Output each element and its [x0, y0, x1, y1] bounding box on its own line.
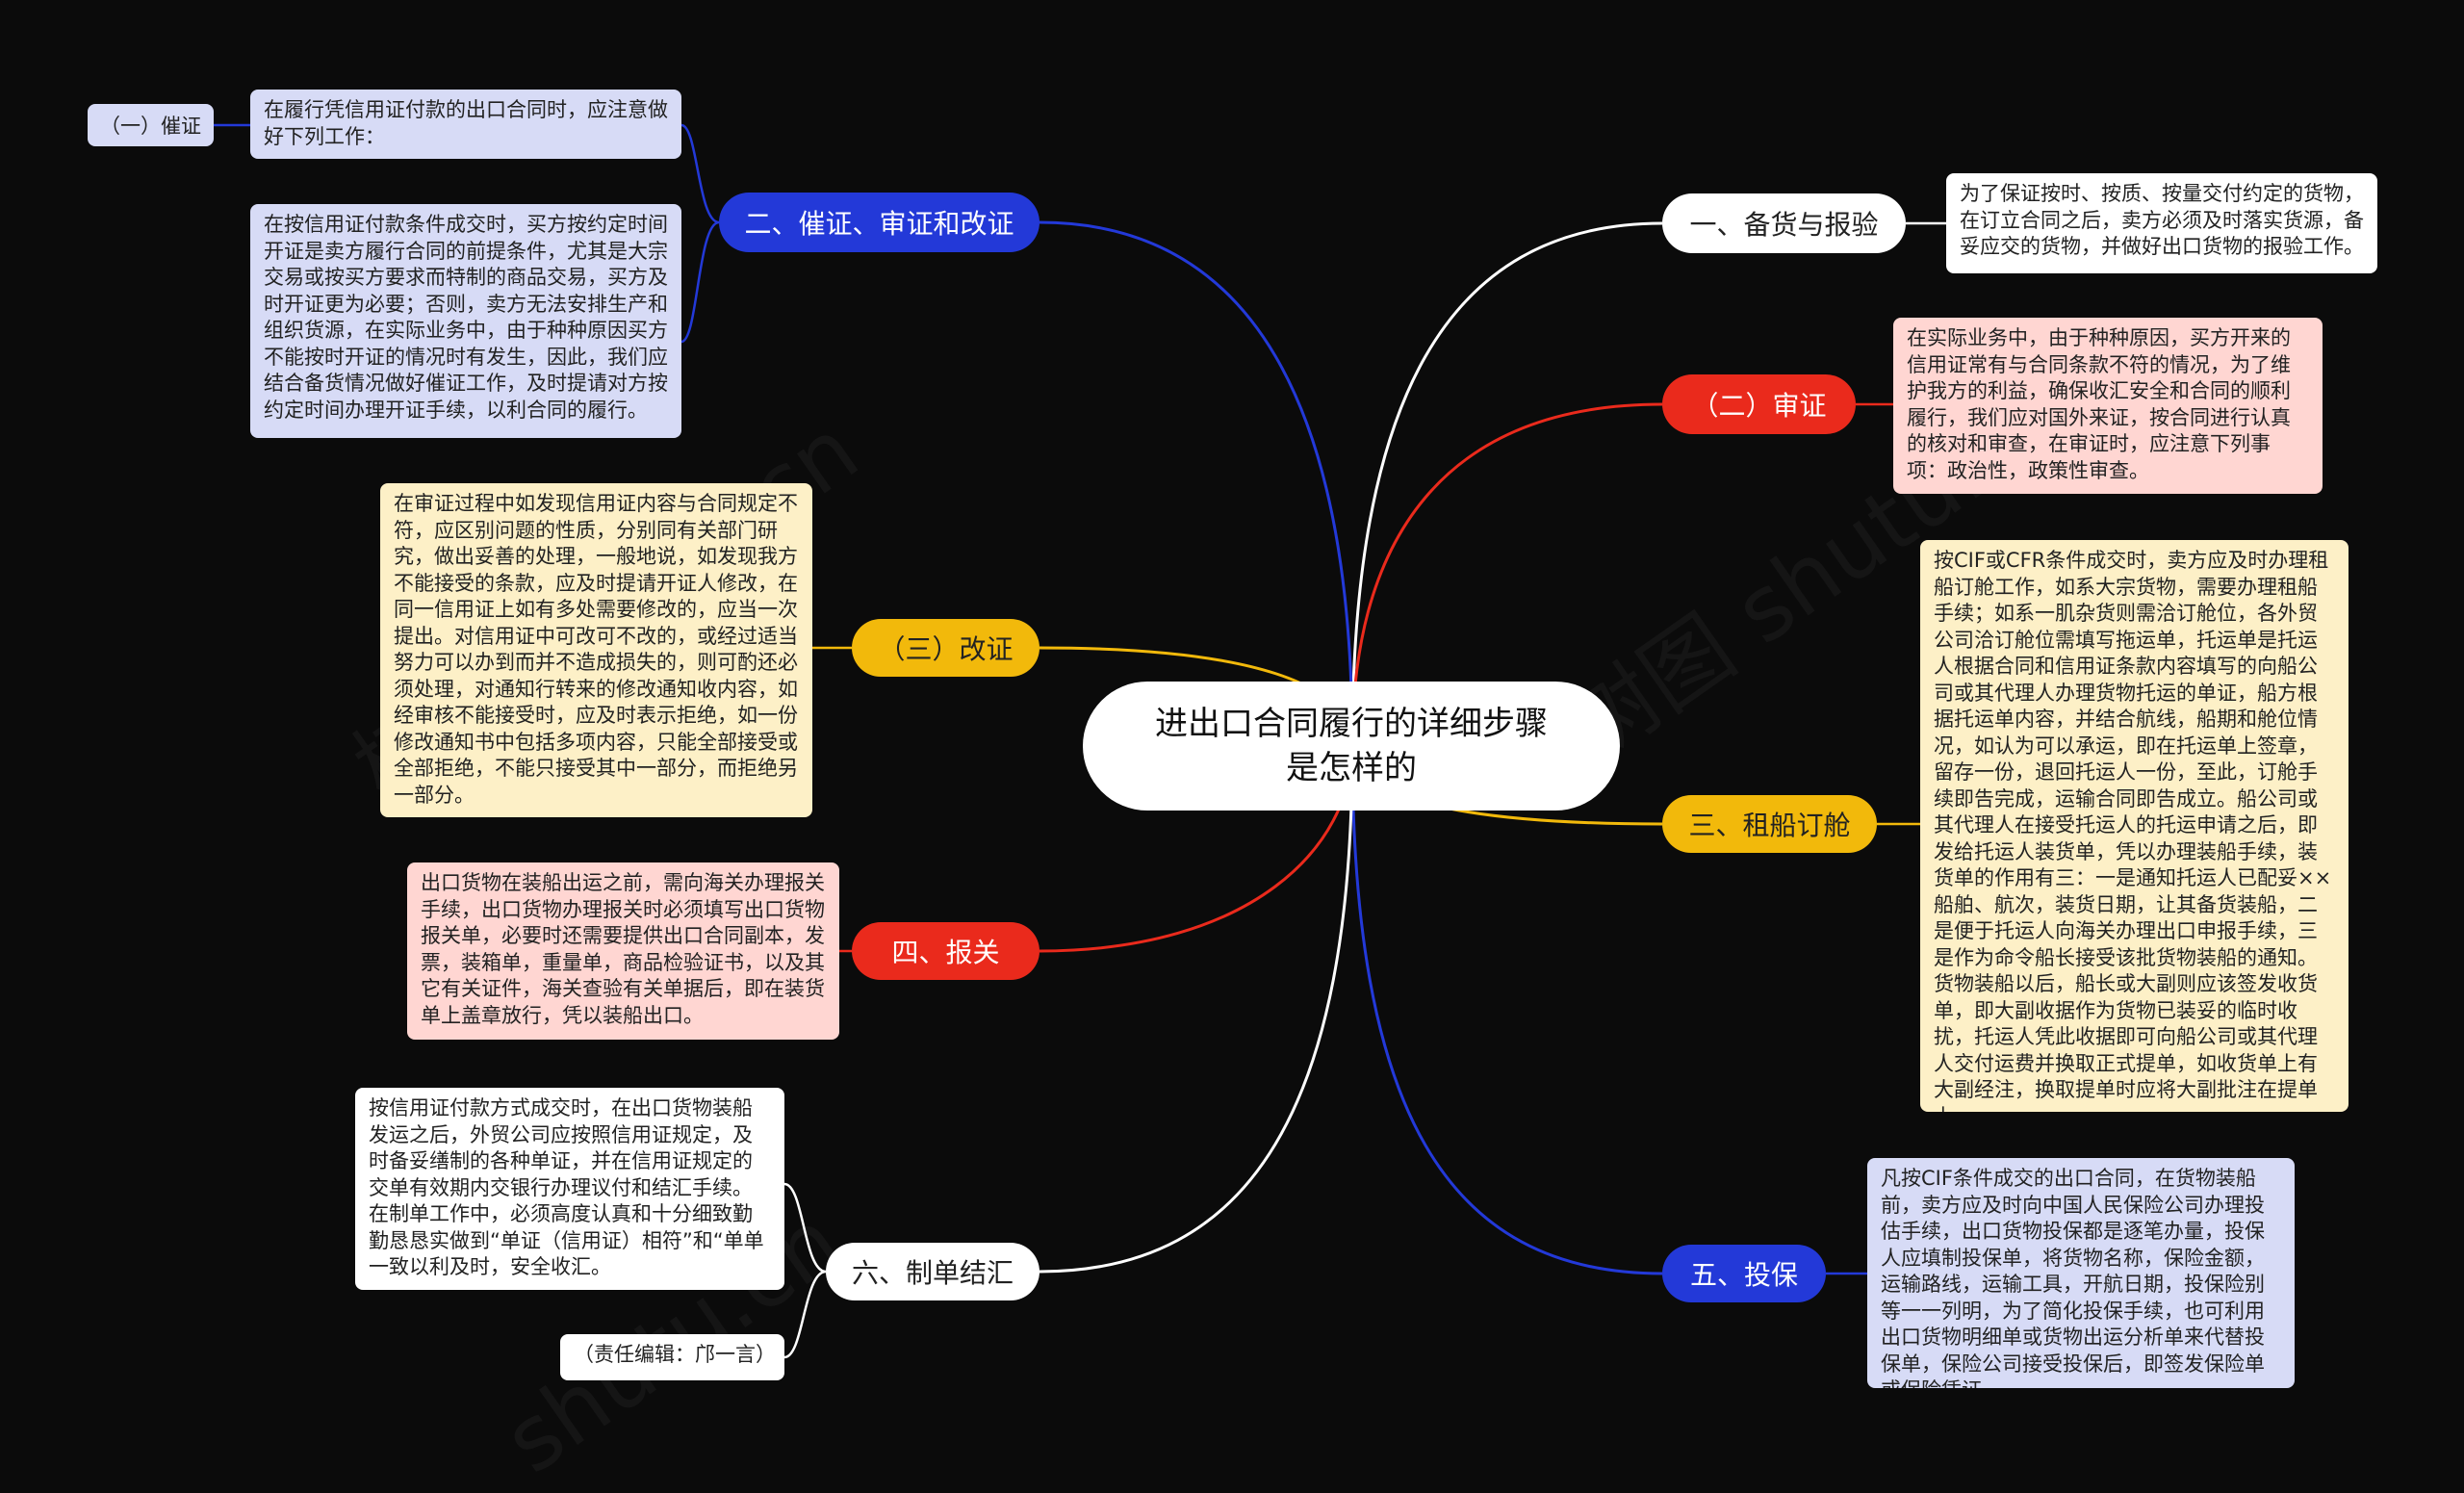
- note-zu-chuan: 按CIF或CFR条件成交时，卖方应及时办理租船订舱工作，如系大宗货物，需要办理租…: [1920, 540, 2348, 1112]
- branch-zhi-dan[interactable]: 六、制单结汇: [826, 1243, 1040, 1300]
- note-cui-zheng-detail: 在按信用证付款条件成交时，买方按约定时间开证是卖方履行合同的前提条件，尤其是大宗…: [250, 204, 681, 438]
- branch-cui-zheng[interactable]: 二、催证、审证和改证: [719, 193, 1040, 252]
- edge-cui-zheng-bracket: [680, 123, 720, 344]
- note-zhi-dan: 按信用证付款方式成交时，在出口货物装船发运之后，外贸公司应按照信用证规定，及时备…: [355, 1088, 784, 1290]
- branch-bao-guan[interactable]: 四、报关: [852, 922, 1040, 980]
- branch-gai-zheng[interactable]: （三）改证: [852, 619, 1040, 677]
- note-tou-bao: 凡按CIF条件成交的出口合同，在货物装船前，卖方应及时向中国人民保险公司办理投估…: [1867, 1158, 2295, 1388]
- edge-to-zhi-dan: [1039, 745, 1354, 1274]
- edge-to-tou-bao: [1350, 745, 1663, 1275]
- note-bao-guan: 出口货物在装船出运之前，需向海关办理报关手续，出口货物办理报关时必须填写出口货物…: [407, 862, 839, 1040]
- edge-to-shen-zheng: [1350, 402, 1663, 747]
- edge-zhi-dan-bracket: [783, 1182, 827, 1359]
- branch-tou-bao[interactable]: 五、投保: [1662, 1245, 1826, 1302]
- branch-zu-chuan[interactable]: 三、租船订舱: [1662, 795, 1877, 853]
- central-topic[interactable]: 进出口合同履行的详细步骤是怎样的: [1083, 682, 1620, 811]
- branch-bei-huo[interactable]: 一、备货与报验: [1662, 193, 1906, 253]
- editor-note: （责任编辑：邝一言）: [560, 1334, 784, 1380]
- note-cui-zheng-intro: 在履行凭信用证付款的出口合同时，应注意做好下列工作：: [250, 90, 681, 159]
- note-bei-huo: 为了保证按时、按质、按量交付约定的货物，在订立合同之后，卖方必须及时落实货源，备…: [1946, 173, 2377, 273]
- sub-node-cui-zheng[interactable]: （一）催证: [88, 104, 214, 146]
- edge-to-bei-huo: [1350, 221, 1663, 747]
- branch-shen-zheng[interactable]: （二）审证: [1662, 374, 1856, 434]
- note-shen-zheng: 在实际业务中，由于种种原因，买方开来的信用证常有与合同条款不符的情况，为了维护我…: [1893, 318, 2323, 494]
- note-gai-zheng: 在审证过程中如发现信用证内容与合同规定不符，应区别问题的性质，分别同有关部门研究…: [380, 483, 812, 817]
- edge-to-cui-zheng: [1039, 220, 1354, 747]
